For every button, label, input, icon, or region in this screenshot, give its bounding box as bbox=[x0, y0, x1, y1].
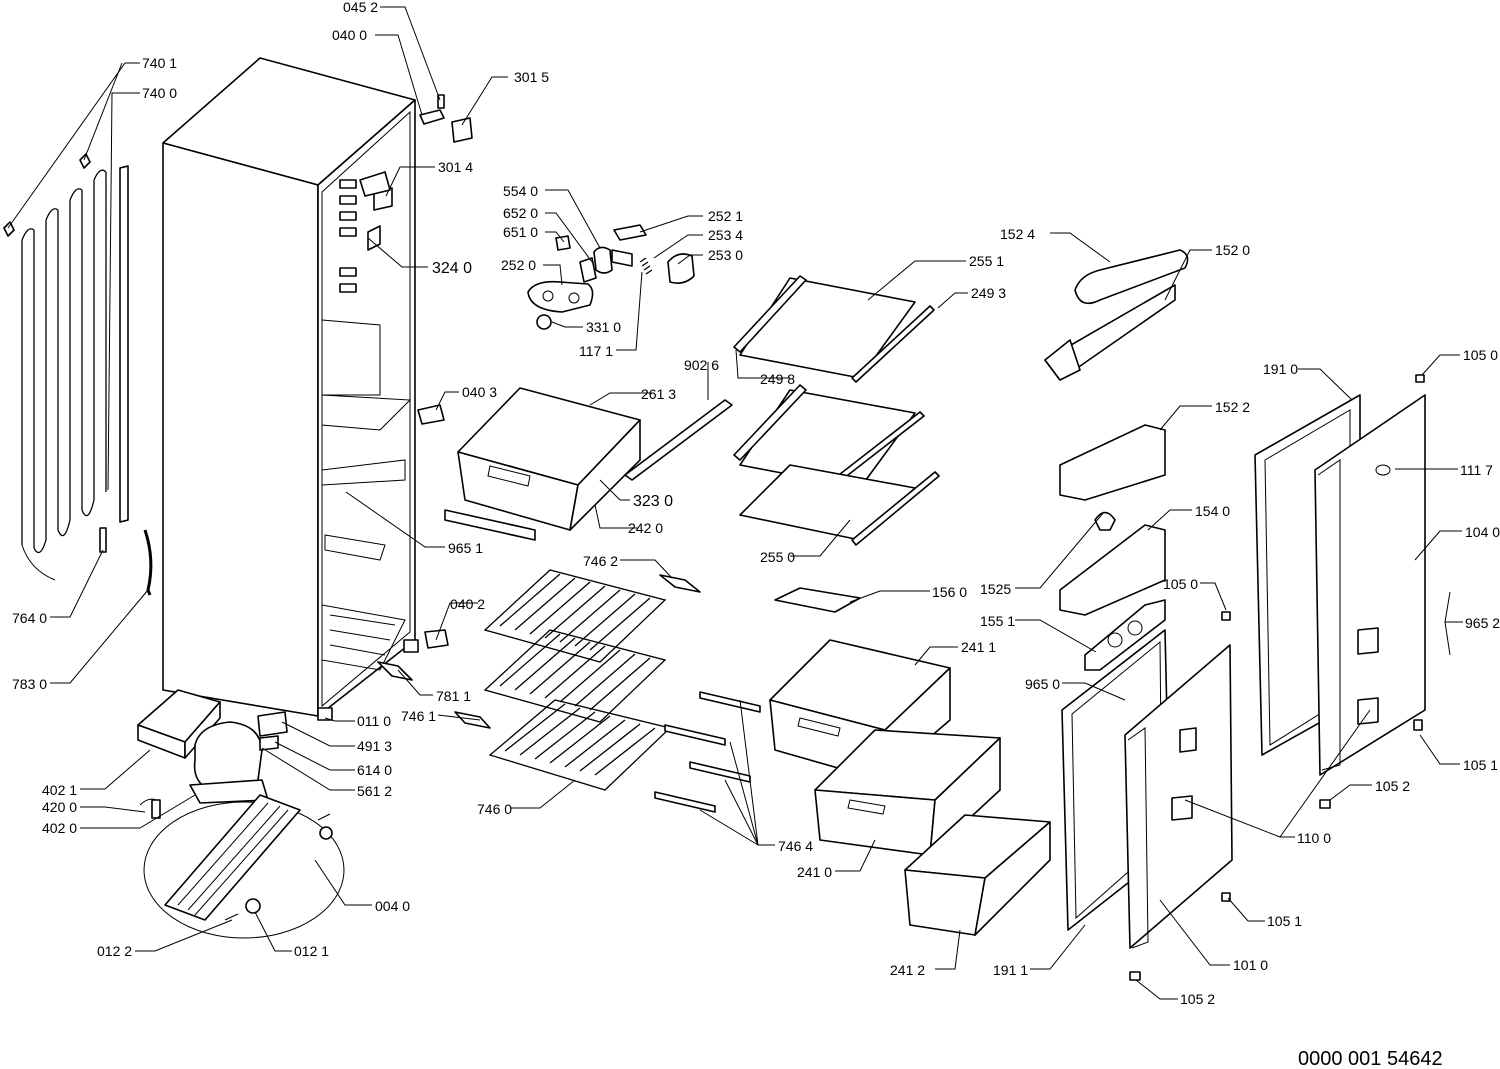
label-105-0-mid: 105 0 bbox=[1163, 576, 1198, 592]
label-242-0: 242 0 bbox=[628, 520, 663, 536]
label-253-4: 253 4 bbox=[708, 227, 743, 243]
label-561-2: 561 2 bbox=[357, 783, 392, 799]
label-965-1: 965 1 bbox=[448, 540, 483, 556]
label-746-1: 746 1 bbox=[401, 708, 436, 724]
label-241-0: 241 0 bbox=[797, 864, 832, 880]
label-152-0: 152 0 bbox=[1215, 242, 1250, 258]
label-965-0: 965 0 bbox=[1025, 676, 1060, 692]
label-614-0: 614 0 bbox=[357, 762, 392, 778]
label-746-4: 746 4 bbox=[778, 838, 813, 854]
label-105-2-right: 105 2 bbox=[1375, 778, 1410, 794]
label-156-0: 156 0 bbox=[932, 584, 967, 600]
drier-and-tube bbox=[99, 527, 153, 596]
condenser-coil bbox=[3, 153, 129, 581]
label-155-1: 155 1 bbox=[980, 613, 1015, 629]
label-255-1: 255 1 bbox=[969, 253, 1004, 269]
label-105-1-right: 105 1 bbox=[1463, 757, 1498, 773]
label-252-0: 252 0 bbox=[501, 257, 536, 273]
vegetable-drawers bbox=[769, 639, 1051, 936]
label-554-0: 554 0 bbox=[503, 183, 538, 199]
drawing-code: 0000 001 54642 bbox=[1298, 1048, 1443, 1069]
label-402-1: 402 1 bbox=[42, 782, 77, 798]
label-252-1: 252 1 bbox=[708, 208, 743, 224]
label-101-0: 101 0 bbox=[1233, 957, 1268, 973]
label-323-0: 323 0 bbox=[633, 493, 673, 510]
top-hinge-parts bbox=[417, 94, 473, 649]
label-783-0: 783 0 bbox=[12, 676, 47, 692]
label-011-0: 011 0 bbox=[357, 713, 391, 729]
label-902-6: 902 6 bbox=[684, 357, 719, 373]
label-104-0: 104 0 bbox=[1465, 524, 1500, 540]
part-labels: 045 2 040 0 301 5 740 1 740 0 301 4 324 … bbox=[12, 0, 1500, 1007]
label-152-4: 152 4 bbox=[1000, 226, 1035, 242]
label-324-0: 324 0 bbox=[432, 260, 472, 277]
label-740-1: 740 1 bbox=[142, 55, 177, 71]
door-balconies bbox=[1044, 249, 1189, 671]
label-012-2: 012 2 bbox=[97, 943, 132, 959]
label-154-0: 154 0 bbox=[1195, 503, 1230, 519]
label-764-0: 764 0 bbox=[12, 610, 47, 626]
freezer-drawer-top bbox=[444, 387, 733, 541]
label-191-1: 191 1 bbox=[993, 962, 1028, 978]
label-746-0: 746 0 bbox=[477, 801, 512, 817]
label-301-5: 301 5 bbox=[514, 69, 549, 85]
label-249-8: 249 8 bbox=[760, 371, 795, 387]
label-152-2: 152 2 bbox=[1215, 399, 1250, 415]
label-491-3: 491 3 bbox=[357, 738, 392, 754]
compressor-area bbox=[137, 689, 345, 939]
label-040-3: 040 3 bbox=[462, 384, 497, 400]
doors bbox=[1061, 374, 1426, 981]
label-045-2: 045 2 bbox=[343, 0, 378, 15]
label-965-2: 965 2 bbox=[1465, 615, 1500, 631]
label-402-0: 402 0 bbox=[42, 820, 77, 836]
label-420-0: 420 0 bbox=[42, 799, 77, 815]
label-781-1: 781 1 bbox=[436, 688, 471, 704]
label-255-0: 255 0 bbox=[760, 549, 795, 565]
label-253-0: 253 0 bbox=[708, 247, 743, 263]
label-105-1-lower: 105 1 bbox=[1267, 913, 1302, 929]
label-740-0: 740 0 bbox=[142, 85, 177, 101]
label-110-0: 110 0 bbox=[1297, 830, 1331, 846]
label-652-0: 652 0 bbox=[503, 205, 538, 221]
thermostat-assembly bbox=[527, 224, 695, 330]
label-004-0: 004 0 bbox=[375, 898, 410, 914]
ice-tray bbox=[774, 587, 861, 613]
label-111-7: 111 7 bbox=[1460, 462, 1493, 478]
label-249-3: 249 3 bbox=[971, 285, 1006, 301]
label-105-2-bottom: 105 2 bbox=[1180, 991, 1215, 1007]
fridge-cabinet bbox=[162, 57, 419, 721]
leader-lines bbox=[7, 6, 1463, 1000]
wire-baskets bbox=[454, 569, 761, 813]
label-261-3: 261 3 bbox=[641, 386, 676, 402]
label-040-0: 040 0 bbox=[332, 27, 367, 43]
glass-shelves bbox=[733, 275, 940, 546]
label-1525: 1525 bbox=[980, 581, 1011, 597]
label-040-2: 040 2 bbox=[450, 596, 485, 612]
label-117-1: 117 1 bbox=[579, 343, 613, 359]
label-191-0: 191 0 bbox=[1263, 361, 1298, 377]
label-651-0: 651 0 bbox=[503, 224, 538, 240]
label-105-0-top: 105 0 bbox=[1463, 347, 1498, 363]
label-241-2: 241 2 bbox=[890, 962, 925, 978]
label-331-0: 331 0 bbox=[586, 319, 621, 335]
label-301-4: 301 4 bbox=[438, 159, 473, 175]
label-012-1: 012 1 bbox=[294, 943, 329, 959]
label-241-1: 241 1 bbox=[961, 639, 996, 655]
label-746-2: 746 2 bbox=[583, 553, 618, 569]
